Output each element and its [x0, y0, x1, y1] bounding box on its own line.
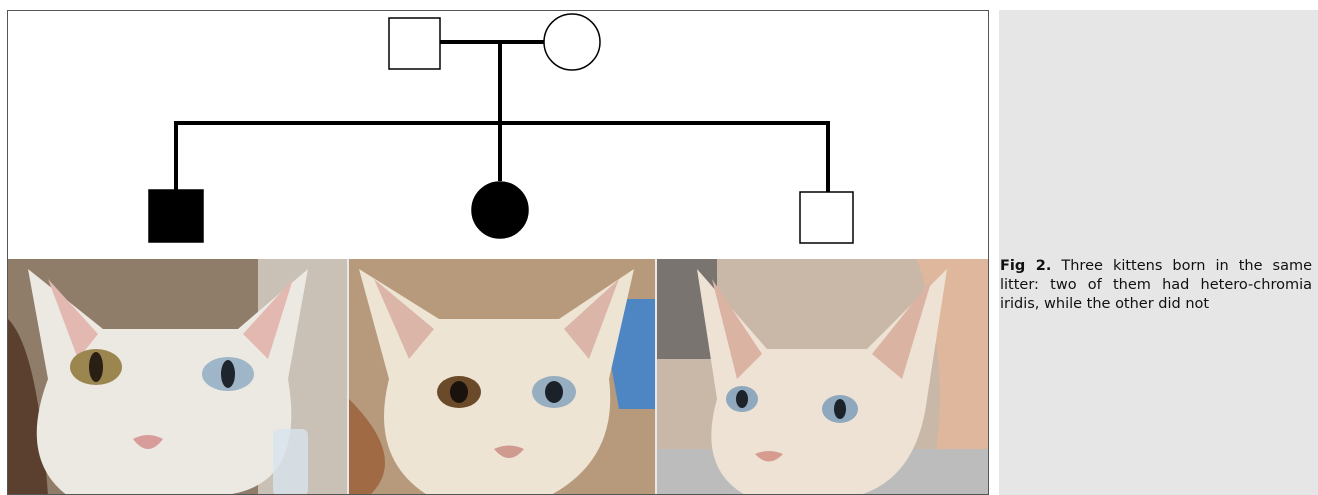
figure-label: Fig 2.: [1000, 258, 1051, 274]
kitten-photos: [8, 259, 989, 495]
father-symbol: [389, 18, 440, 69]
kitten-photo-3: [655, 259, 989, 495]
offspring-male-unaffected: [800, 192, 853, 243]
kitten-photo-1: [8, 259, 347, 495]
figure-panel: [7, 10, 989, 495]
offspring-male-affected: [149, 190, 203, 242]
mother-symbol: [544, 14, 600, 70]
pedigree-chart: [8, 11, 989, 259]
kitten-photo-2: [347, 259, 655, 495]
figure-caption: Fig 2. Three kittens born in the same li…: [1000, 257, 1312, 314]
caption-panel: Fig 2. Three kittens born in the same li…: [999, 10, 1318, 495]
offspring-female-affected: [472, 182, 528, 238]
